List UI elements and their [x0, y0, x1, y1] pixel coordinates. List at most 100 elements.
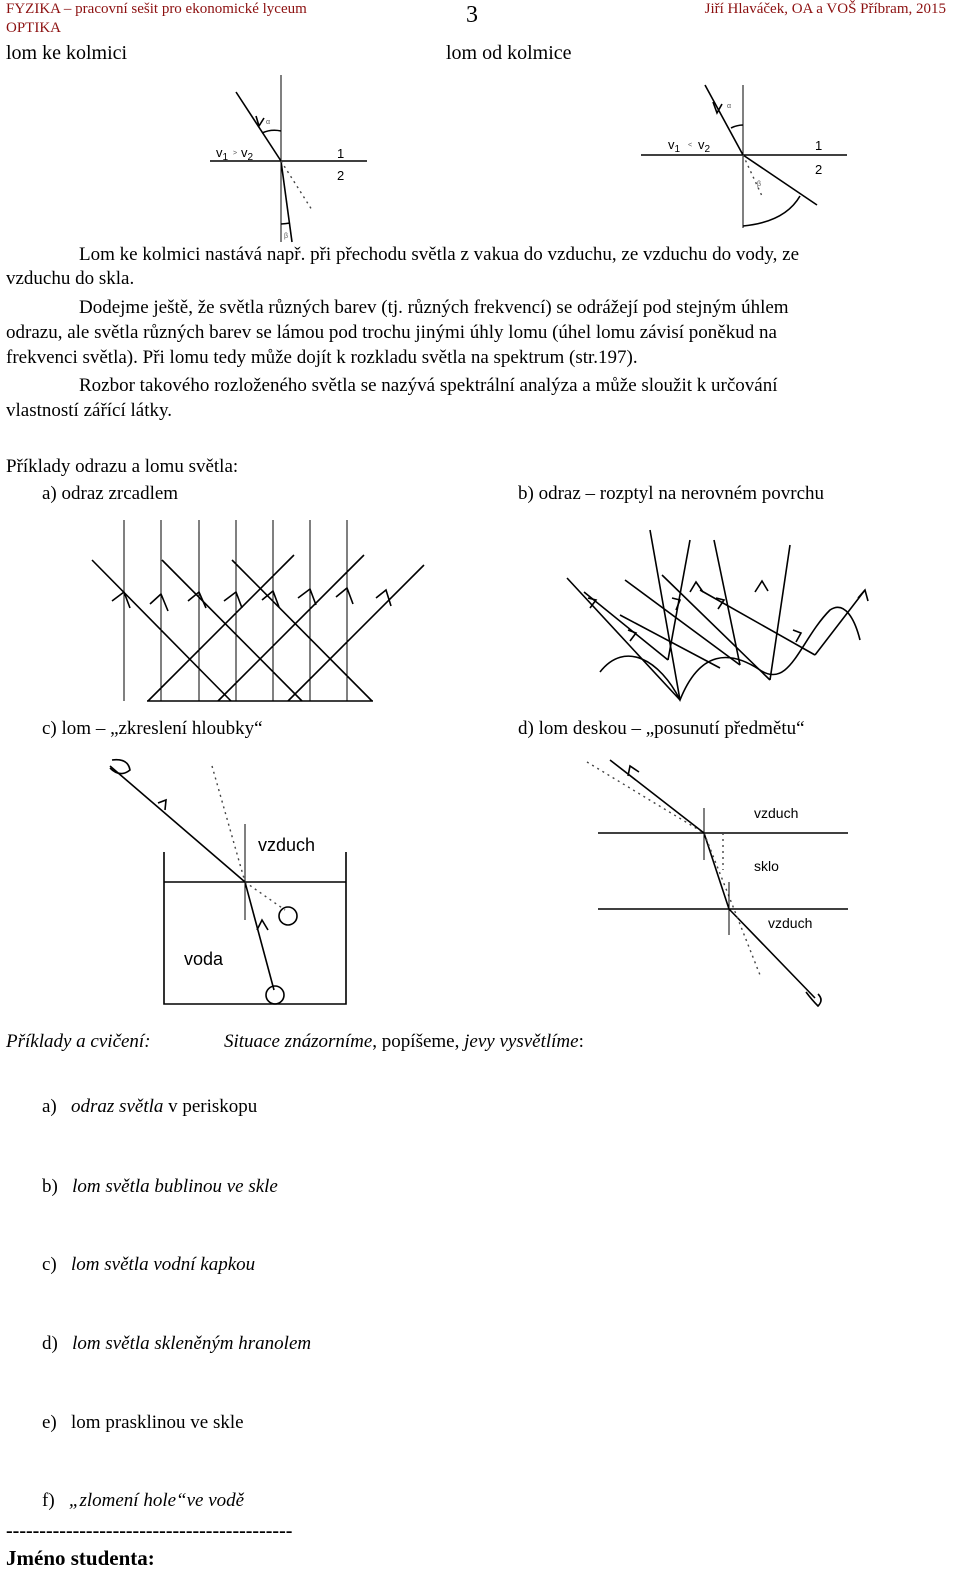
paragraph-3-line-1: Rozbor takového rozloženého světla se na…: [79, 375, 778, 396]
eye: [805, 991, 822, 1008]
exercise-item: b) lom světla bublinou ve skle: [42, 1176, 278, 1197]
diagram-diffuse-reflection: [566, 529, 869, 702]
example-c-label: c) lom – „zkreslení hloubky“: [42, 718, 263, 739]
paragraph-1-line-1: Lom ke kolmici nastává např. při přechod…: [79, 244, 799, 265]
ray: [619, 614, 721, 669]
extension-dotted: [742, 154, 763, 197]
ray: [661, 574, 771, 681]
air-top-label: vzduch: [754, 805, 798, 821]
arrow: [157, 798, 167, 811]
v1-label: v1: [216, 145, 229, 163]
ray: [699, 589, 816, 656]
eye-ray: [109, 765, 246, 883]
ray: [769, 544, 791, 681]
ray: [217, 554, 365, 702]
exit-ray: [728, 908, 816, 999]
diagram-mirror-reflection: [91, 520, 425, 702]
angle-beta-arc: [742, 195, 801, 227]
exercise-item: f) „zlomení hole“ve vodě: [42, 1490, 245, 1511]
angle-alpha-arc: [261, 129, 282, 134]
diagram-refraction-toward-normal: α β v1 > v2 1 2: [210, 75, 367, 243]
exercises-title: Příklady a cvičení:: [6, 1031, 151, 1052]
exercise-item: d) lom světla skleněným hranolem: [42, 1333, 312, 1354]
ray-arrow: [712, 101, 723, 115]
arrow: [627, 764, 640, 777]
examples-title: Příklady odrazu a lomu světla:: [6, 456, 239, 477]
arrow: [261, 589, 280, 608]
water-label: voda: [184, 949, 224, 969]
paragraph-1-line-2: vzduchu do skla.: [6, 268, 135, 289]
ray: [161, 559, 303, 702]
eye: [109, 758, 131, 775]
refracted-ray: [742, 154, 818, 206]
away-from-normal-title: lom od kolmice: [446, 42, 572, 64]
angle-beta-arc: [280, 222, 291, 225]
arrow: [671, 597, 682, 611]
ray: [713, 539, 741, 666]
air-label: vzduch: [258, 835, 315, 855]
arrow: [256, 918, 269, 931]
rough-surface: [599, 606, 861, 702]
footer-dashes: ----------------------------------------…: [6, 1520, 293, 1542]
exercise-item: a) odraz světla v periskopu: [42, 1096, 258, 1117]
header-right: Jiří Hlaváček, OA a VOŠ Příbram, 2015: [704, 1, 946, 17]
arrow: [754, 579, 769, 593]
arrow: [223, 590, 243, 609]
extension-dotted: [703, 832, 761, 976]
incident-ray: [704, 84, 744, 156]
example-b-label: b) odraz – rozptyl na nerovném povrchu: [518, 483, 825, 504]
arrow: [792, 629, 803, 643]
medium-1-label: 1: [337, 146, 344, 161]
arrow: [297, 587, 317, 606]
example-d-label: d) lom deskou – „posunutí předmětu“: [518, 718, 805, 739]
arrow: [857, 588, 869, 602]
v2-label: v2: [241, 145, 254, 163]
arrow: [335, 586, 354, 605]
exercise-item: e) lom prasklinou ve skle: [42, 1412, 244, 1433]
refracted-ray: [280, 160, 293, 243]
medium-2-label: 2: [815, 162, 822, 177]
arrow: [715, 597, 726, 610]
alpha-symbol: α: [727, 103, 731, 110]
ray: [147, 554, 295, 702]
relation-symbol: <: [688, 142, 692, 149]
exercise-item: c) lom světla vodní kapkou: [42, 1254, 256, 1275]
alpha-symbol: α: [266, 119, 270, 126]
air-bottom-label: vzduch: [768, 915, 812, 931]
ray: [231, 559, 373, 702]
arrow: [187, 590, 207, 609]
glass-label: sklo: [754, 858, 779, 874]
beta-symbol: β: [757, 181, 761, 188]
beta-symbol: β: [284, 233, 288, 240]
page-number: 3: [466, 2, 478, 28]
arrow: [627, 629, 638, 642]
apparent-object: [278, 906, 298, 926]
angle-alpha-arc: [730, 124, 744, 129]
v2-label: v2: [698, 137, 711, 155]
arrow: [587, 597, 598, 609]
extension-dotted: [280, 160, 313, 211]
medium-2-label: 2: [337, 168, 344, 183]
extension-dotted: [586, 761, 705, 834]
exercises-instruction: Situace znázorníme, popíšeme, jevy vysvě…: [224, 1031, 584, 1052]
paragraph-2-line-2: odrazu, ale světla různých barev se lámo…: [6, 322, 777, 343]
example-a-label: a) odraz zrcadlem: [42, 483, 179, 504]
paragraph-3-line-2: vlastností zářící látky.: [6, 400, 173, 421]
toward-normal-title: lom ke kolmici: [6, 42, 128, 64]
ray: [649, 529, 681, 701]
arrow: [111, 590, 131, 609]
refracted-ray: [244, 881, 275, 991]
ray: [566, 577, 681, 701]
container: [163, 852, 347, 1005]
header-left-section: OPTIKA: [6, 20, 61, 36]
paragraph-2-line-1: Dodejme ještě, že světla různých barev (…: [79, 297, 789, 318]
diagram-apparent-depth: vzduch voda: [109, 758, 347, 1005]
arrow: [149, 592, 169, 612]
ray-in-glass: [703, 832, 730, 910]
arrow: [689, 580, 704, 593]
real-object: [265, 985, 285, 1005]
medium-1-label: 1: [815, 138, 822, 153]
v1-label: v1: [668, 137, 681, 155]
ray: [583, 591, 669, 661]
